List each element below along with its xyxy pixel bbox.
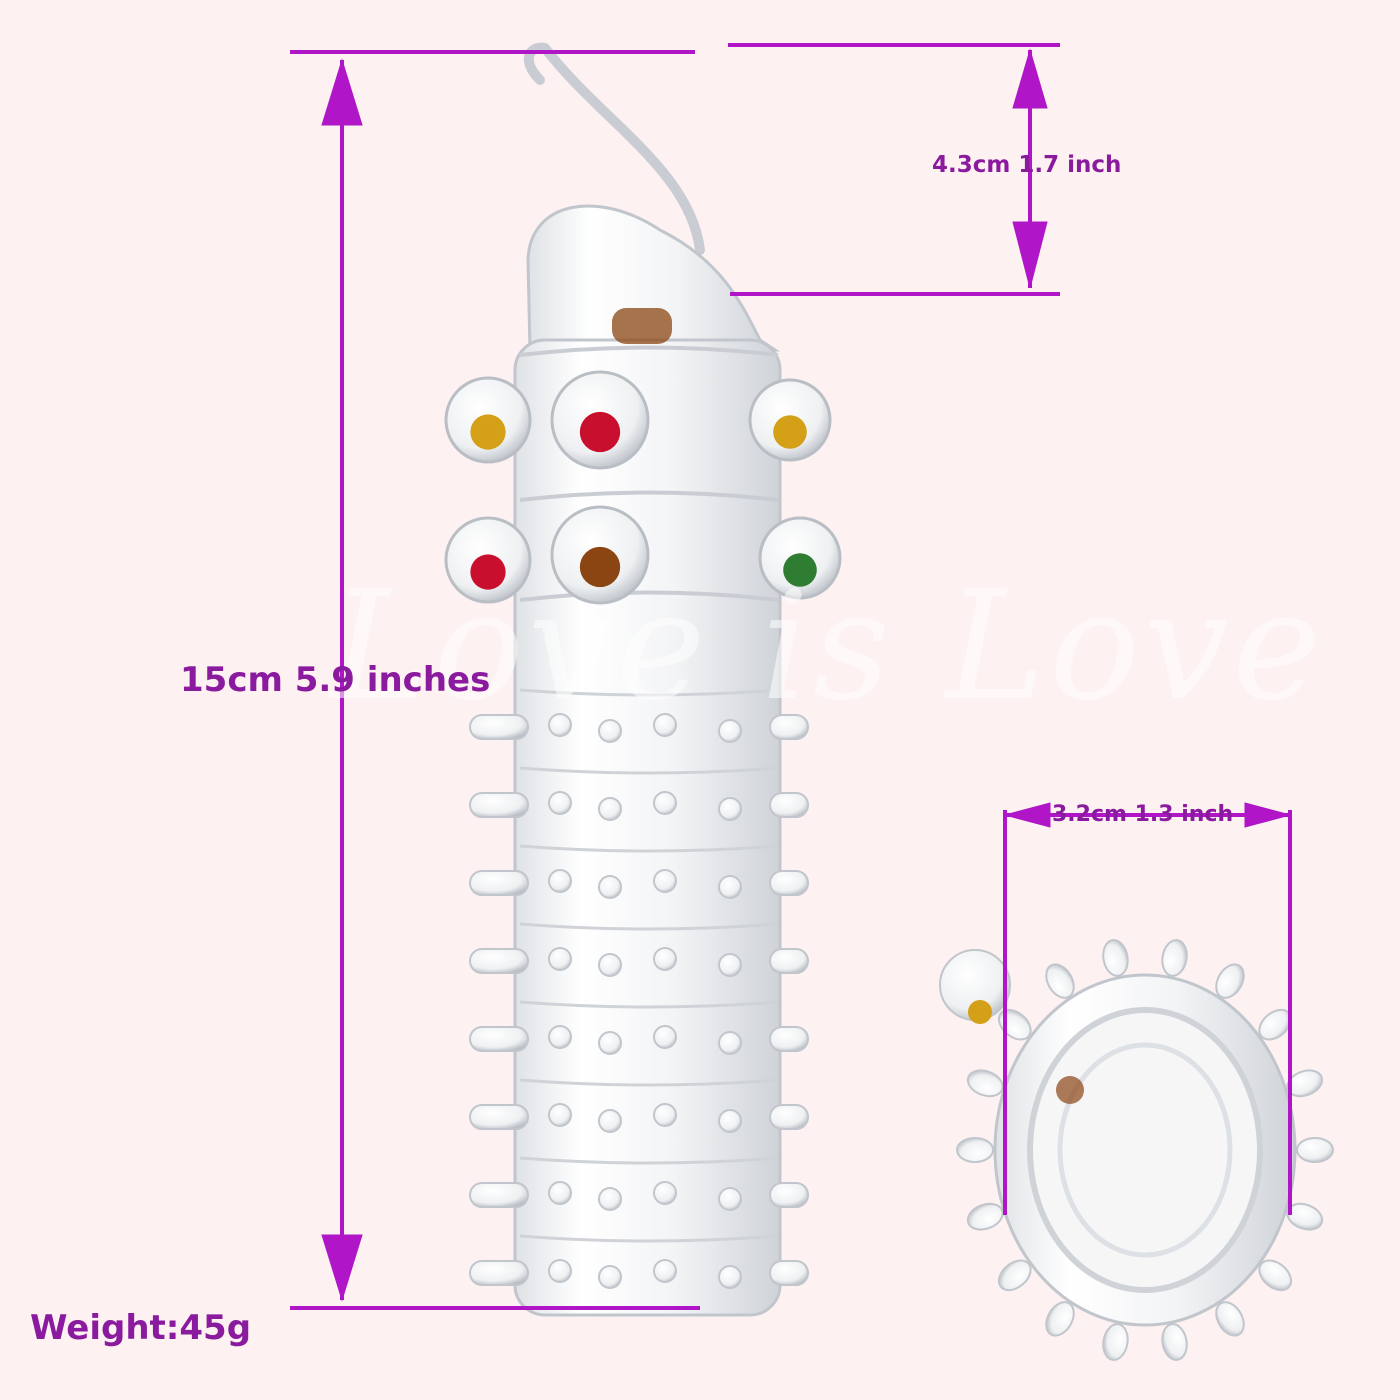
watermark: Love is Love (330, 560, 1326, 734)
diameter-label: 3.2cm 1.3 inch (1052, 802, 1234, 827)
sleeve-end-view (939, 939, 1334, 1361)
length-label: 15cm 5.9 inches (180, 660, 491, 700)
sleeve-ribs (519, 345, 779, 1243)
sleeve-beads (444, 308, 842, 605)
weight-label: Weight:45g (30, 1308, 252, 1348)
sleeve-side-view (444, 42, 842, 1317)
dimension-lines (290, 43, 1292, 1310)
sleeve-studs (469, 713, 809, 1289)
tip-length-label: 4.3cm 1.7 inch (932, 152, 1122, 178)
